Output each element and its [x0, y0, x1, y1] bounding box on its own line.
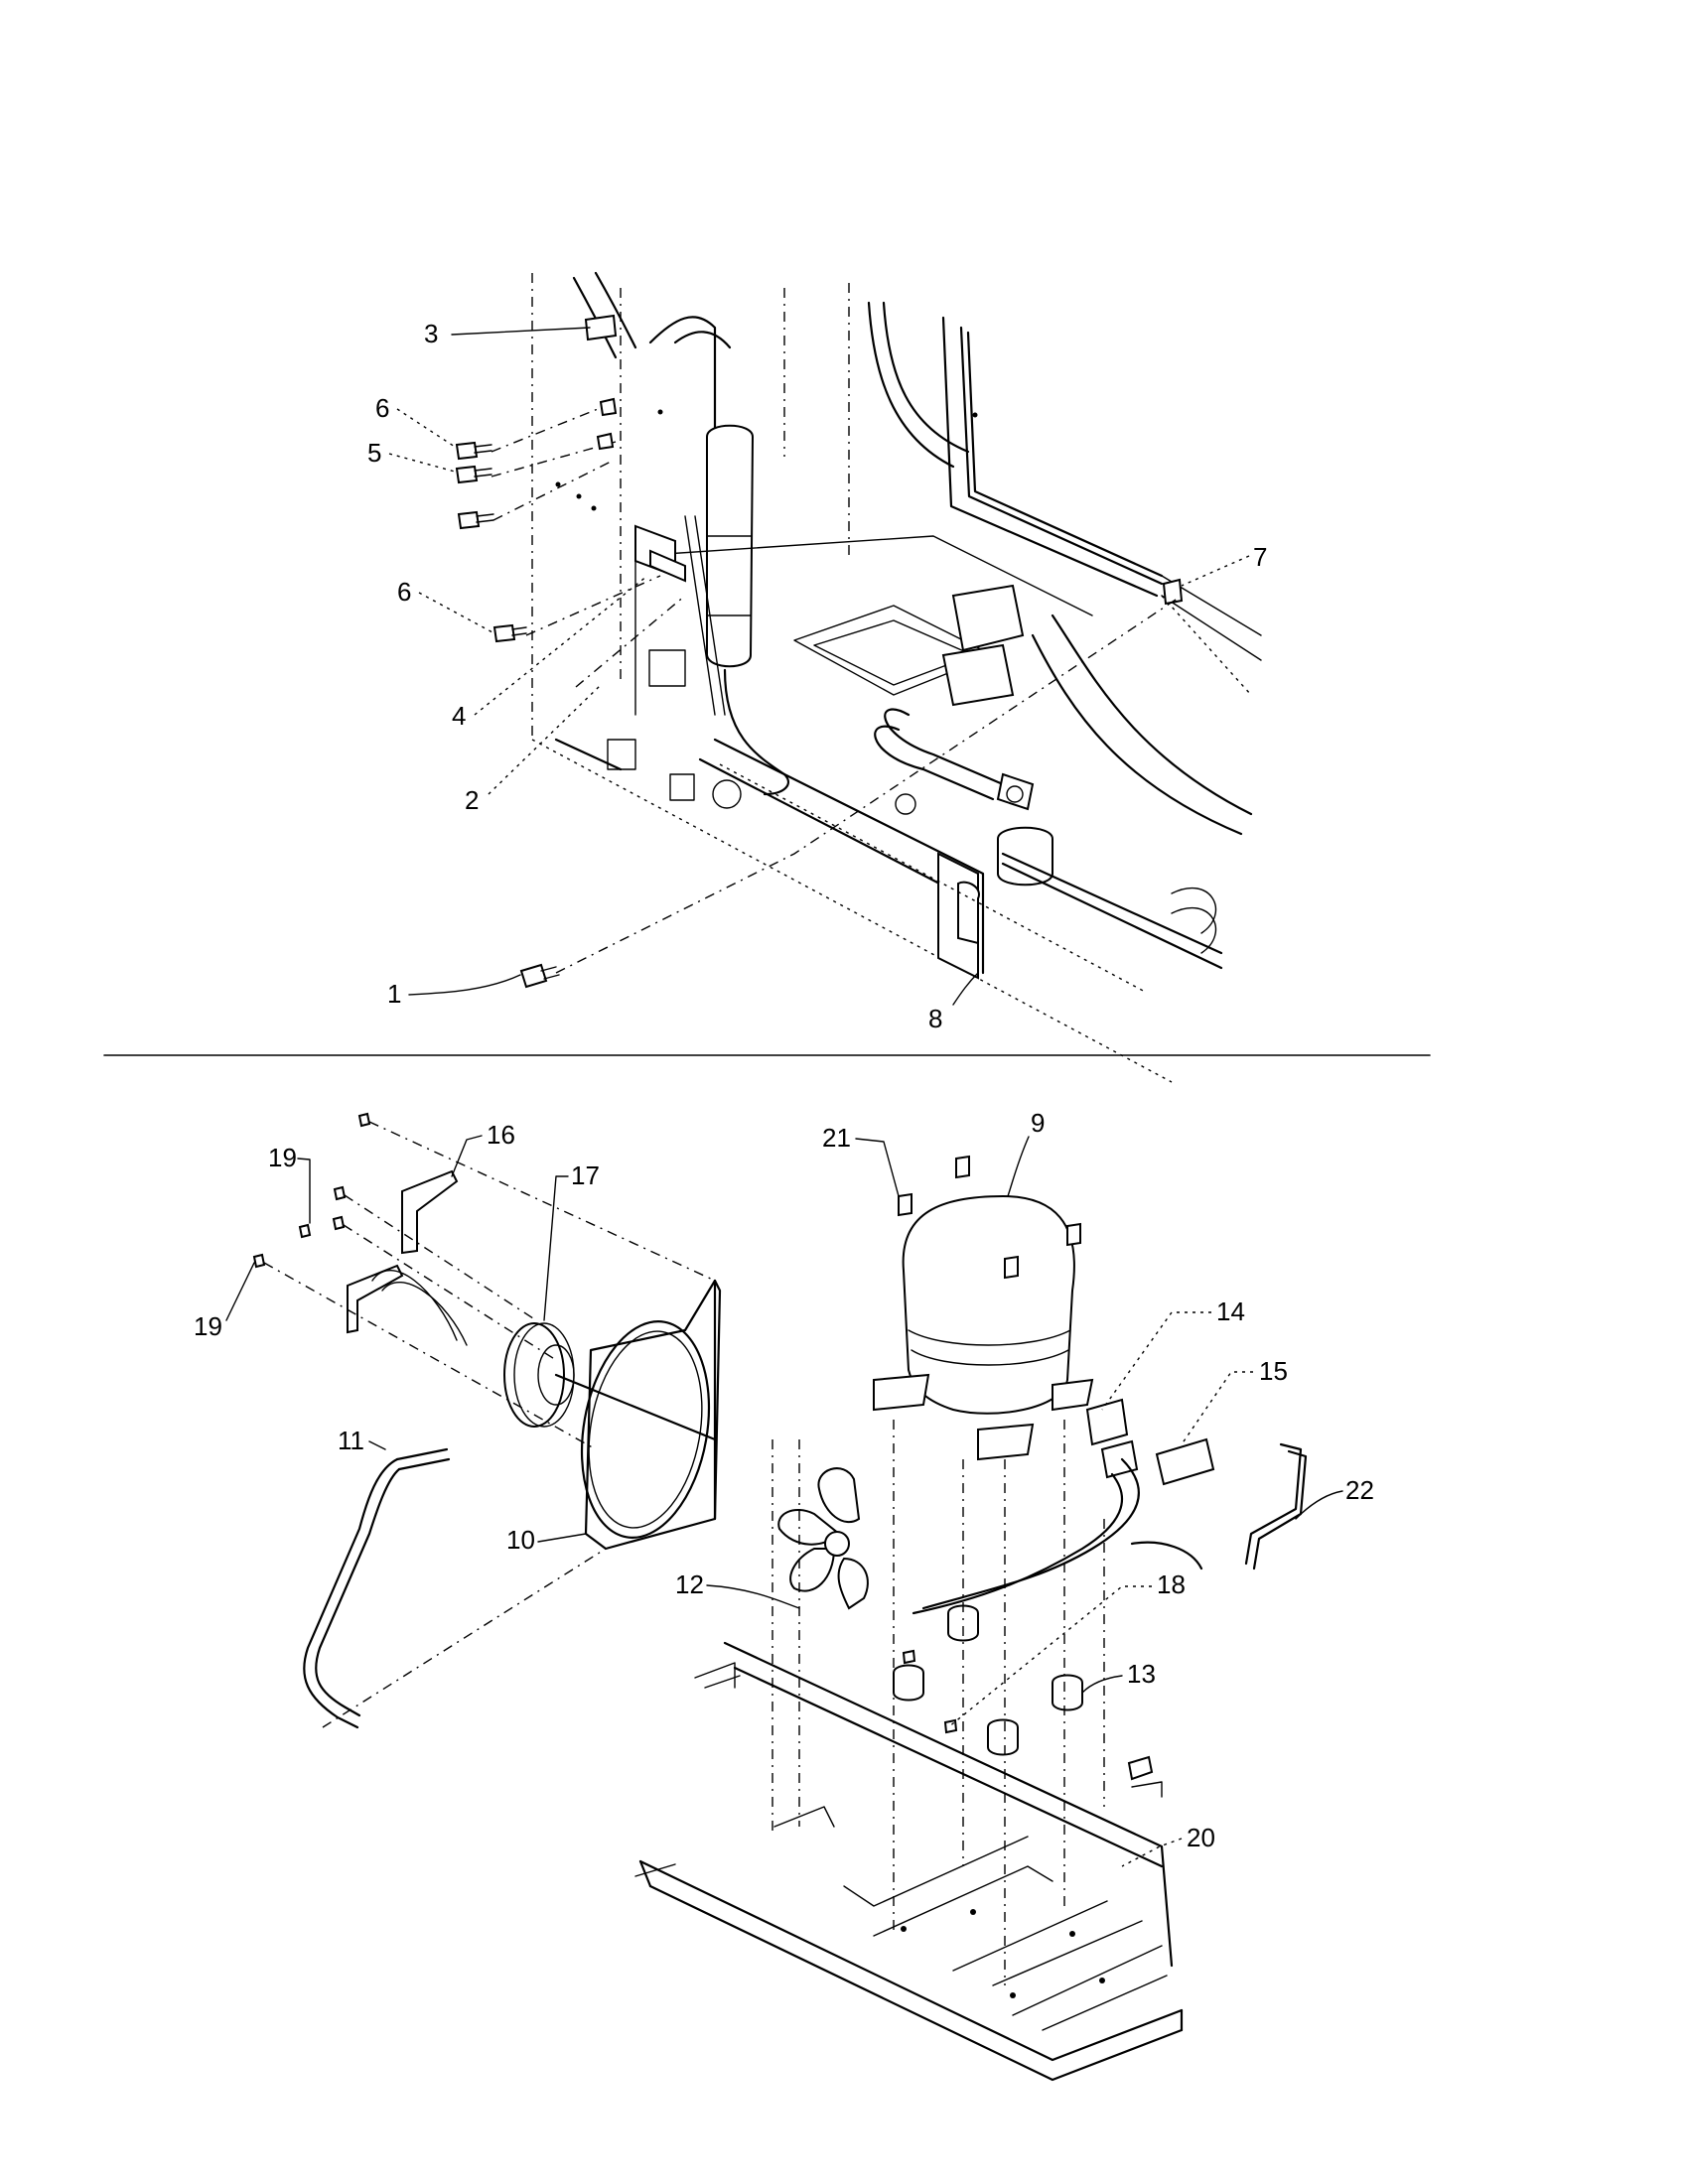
- callout-6b: 6: [397, 577, 411, 607]
- condenser-tube-icon: [303, 1447, 451, 1729]
- screw-6c-icon: [492, 623, 527, 643]
- callout-3: 3: [424, 319, 438, 348]
- compressor-icon: [873, 1194, 1094, 1461]
- callout-17: 17: [571, 1160, 600, 1190]
- screw-6a-icon: [455, 441, 492, 461]
- screw-5-icon: [455, 465, 492, 484]
- callout-22: 22: [1345, 1475, 1374, 1505]
- callout-7: 7: [1253, 542, 1267, 572]
- callout-8: 8: [928, 1004, 942, 1033]
- callout-11: 11: [338, 1426, 364, 1455]
- callout-20: 20: [1187, 1823, 1215, 1852]
- callout-6a: 6: [375, 393, 389, 423]
- fan-shroud-icon: [580, 1279, 722, 1551]
- callout-19a: 19: [268, 1143, 297, 1172]
- callout-12: 12: [675, 1570, 704, 1599]
- callout-2: 2: [465, 785, 479, 815]
- callout-21: 21: [822, 1123, 851, 1153]
- screw-1-icon: [519, 963, 560, 989]
- callout-14: 14: [1216, 1297, 1245, 1326]
- lower-assembly-view: [252, 1112, 1308, 2082]
- bolt-21-icon: [898, 1155, 1081, 1280]
- callout-19b: 19: [194, 1311, 222, 1341]
- callout-5: 5: [367, 438, 381, 468]
- callouts: 3 6 5 6 4 2 1 7 8 19 16 17 19 11 10 12 2…: [194, 319, 1374, 1867]
- callout-10: 10: [506, 1525, 535, 1555]
- callout-16: 16: [487, 1120, 515, 1150]
- callout-18: 18: [1157, 1570, 1186, 1599]
- grommet-13-icon: [893, 1604, 1083, 1756]
- callout-1: 1: [387, 979, 401, 1009]
- screw-19-icon: [252, 1112, 371, 1269]
- screw-6b-icon: [457, 510, 494, 530]
- upper-assembly-view: [455, 271, 1262, 1083]
- callout-13: 13: [1127, 1659, 1156, 1689]
- callout-15: 15: [1259, 1356, 1288, 1386]
- callout-4: 4: [452, 701, 466, 731]
- callout-9: 9: [1031, 1108, 1045, 1138]
- wire-22-icon: [1244, 1442, 1308, 1570]
- base-pan-icon: [634, 1641, 1184, 2082]
- fan-motor-icon: [503, 1322, 717, 1441]
- fan-blade-icon: [777, 1467, 869, 1610]
